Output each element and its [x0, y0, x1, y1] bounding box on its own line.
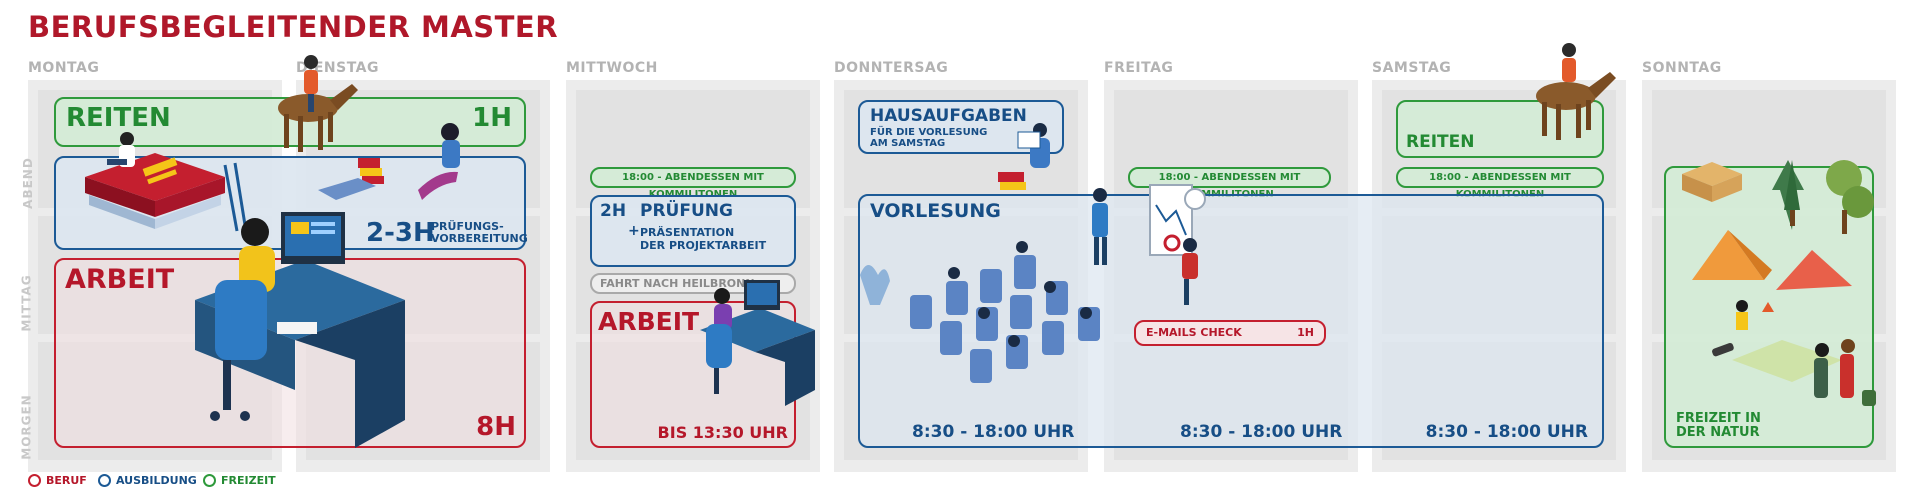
day-label-wednesday: MITTWOCH: [566, 60, 658, 76]
grid-cell: [576, 90, 810, 208]
band-label-evening: ABEND: [20, 157, 35, 209]
camping-illustration: [1682, 160, 1876, 406]
horse-rider-illustration-saturday: [1536, 43, 1616, 140]
exam-title: PRÜFUNG: [640, 201, 733, 221]
day-label-thursday: DONNTERSAG: [834, 60, 949, 76]
exam-plus: +: [628, 223, 640, 239]
day-label-monday: MONTAG: [28, 60, 100, 76]
studying-woman-illustration: [318, 123, 460, 200]
reiten-duration: 1H: [472, 103, 512, 133]
freizeit-label: FREIZEIT IN DER NATUR: [1676, 412, 1761, 440]
desk-worker-illustration: [195, 212, 405, 448]
freizeit-label-line-1: FREIZEIT IN: [1676, 411, 1761, 426]
homework-detail: FÜR DIE VORLESUNG AM SAMSTAG: [870, 127, 987, 149]
homework-title: HAUSAUFGABEN: [870, 106, 1027, 126]
reiten-label-saturday: REITEN: [1406, 132, 1475, 152]
lecture-time-friday: 8:30 - 18:00 UHR: [1180, 422, 1343, 442]
lecture-time-saturday: 8:30 - 18:00 UHR: [1425, 422, 1588, 442]
legend-item-beruf: BERUF: [28, 474, 87, 487]
homework-detail-line-1: FÜR DIE VORLESUNG: [870, 127, 988, 138]
dinner-pill-saturday[interactable]: 18:00 - ABENDESSEN MIT KOMMILITONEN: [1396, 167, 1604, 200]
arbeit-until: BIS 13:30 UHR: [657, 423, 788, 442]
arbeit-label: ARBEIT: [65, 264, 175, 295]
desk-worker-small-illustration: [700, 280, 815, 406]
band-label-morning: MORGEN: [19, 394, 34, 460]
hausaufgaben-block[interactable]: HAUSAUFGABEN FÜR DIE VORLESUNG AM SAMSTA…: [858, 100, 1064, 154]
legend-item-freizeit: FREIZEIT: [203, 474, 276, 487]
reiten-label: REITEN: [66, 103, 171, 133]
emails-label: E-MAILS CHECK: [1146, 326, 1242, 339]
horse-rider-illustration: [278, 55, 358, 152]
lecture-time-thursday: 8:30 - 18:00 UHR: [912, 422, 1075, 442]
reading-student-illustration: [998, 123, 1050, 190]
pruefung-hours: 2-3H: [366, 218, 435, 248]
arbeit-label-wednesday: ARBEIT: [598, 307, 700, 336]
day-label-saturday: SAMSTAG: [1372, 60, 1452, 76]
legend-label-ausbildung: AUSBILDUNG: [116, 474, 197, 487]
pruefung-label: PRÜFUNGS- VORBEREITUNG: [431, 221, 528, 245]
emails-check-pill[interactable]: E-MAILS CHECK 1H: [1134, 320, 1326, 346]
exam-detail-line-1: PRÄSENTATION: [640, 226, 735, 239]
exam-detail: PRÄSENTATION DER PROJEKTARBEIT: [640, 226, 766, 252]
exam-detail-line-2: DER PROJEKTARBEIT: [640, 239, 767, 252]
legend-label-beruf: BERUF: [46, 474, 87, 487]
arbeit-duration: 8H: [476, 412, 516, 442]
page-title: BERUFSBEGLEITENDER MASTER: [28, 10, 559, 44]
emails-duration: 1H: [1297, 326, 1314, 339]
lecture-label: VORLESUNG: [870, 200, 1001, 222]
band-label-midday: MITTAG: [19, 274, 34, 332]
legend-item-ausbildung: AUSBILDUNG: [98, 474, 197, 487]
legend-ring-freizeit: [203, 474, 216, 487]
exam-hours: 2H: [600, 201, 627, 221]
pruefung-label-line-2: VORBEREITUNG: [431, 232, 528, 245]
books-illustration: [85, 132, 247, 232]
legend-label-freizeit: FREIZEIT: [221, 474, 276, 487]
homework-detail-line-2: AM SAMSTAG: [870, 138, 946, 149]
legend-ring-beruf: [28, 474, 41, 487]
dinner-pill-wednesday[interactable]: 18:00 - ABENDESSEN MIT KOMMILITONEN: [590, 167, 796, 200]
pruefung-label-line-1: PRÜFUNGS-: [431, 220, 504, 233]
day-label-sunday: SONNTAG: [1642, 60, 1722, 76]
pruefung-block-wednesday[interactable]: 2H PRÜFUNG + PRÄSENTATION DER PROJEKTARB…: [590, 195, 796, 267]
legend-ring-ausbildung: [98, 474, 111, 487]
classroom-illustration: [860, 184, 1206, 383]
freizeit-label-line-2: DER NATUR: [1676, 425, 1760, 440]
day-label-friday: FREITAG: [1104, 60, 1174, 76]
